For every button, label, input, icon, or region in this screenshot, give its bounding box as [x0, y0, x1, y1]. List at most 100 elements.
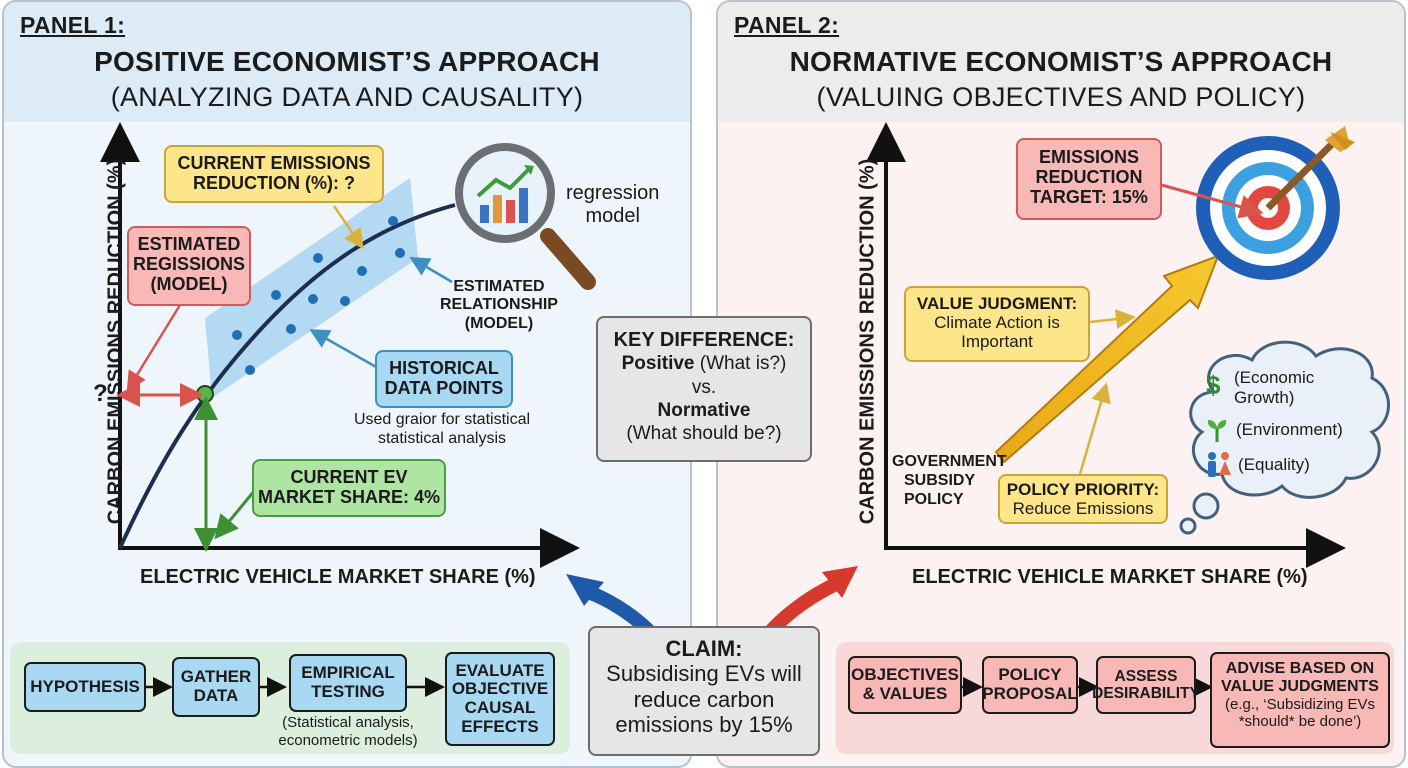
estimated-regressions-box: ESTIMATED REGISSIONS (MODEL): [127, 226, 251, 306]
flow-step-label: EFFECTS: [461, 716, 539, 736]
target-line: EMISSIONS: [1038, 147, 1140, 167]
flow-step-label: OBJECTIVES: [851, 665, 959, 685]
claim-title: CLAIM:: [665, 636, 743, 661]
panel1-subtitle: (ANALYZING DATA AND CAUSALITY): [110, 82, 584, 112]
flow-step-label: EMPIRICAL: [301, 663, 395, 683]
regressions-line: ESTIMATED: [137, 234, 241, 254]
current-emissions-line: CURRENT EMISSIONS: [177, 153, 371, 173]
flow-step-label: POLICY: [998, 665, 1062, 685]
key-difference-vs: vs.: [691, 376, 717, 398]
flow-step-label: DESIRABILITY: [1092, 685, 1200, 702]
flow-evaluate: EVALUATE OBJECTIVE CAUSAL EFFECTS: [445, 652, 555, 746]
current-ev-line: MARKET SHARE: 4%: [257, 487, 440, 508]
values-cloud: [1179, 340, 1390, 535]
key-difference-box: KEY DIFFERENCE: Positive (What is?) vs. …: [596, 316, 812, 462]
panel2-x-axis-label: ELECTRIC VEHICLE MARKET SHARE (%): [912, 566, 1308, 588]
flow-step-label: ADVISE BASED ON: [1225, 660, 1375, 677]
dollar-icon: $: [1206, 370, 1221, 400]
data-point: [395, 248, 405, 258]
cloud-item-line: (Economic: [1234, 368, 1315, 387]
regression-model-label: regression model: [566, 182, 659, 228]
testing-note: (Statistical analysis, econometric model…: [268, 714, 428, 750]
cloud-item-line: (Equality): [1238, 455, 1310, 474]
cloud-item-line: Growth): [1234, 388, 1295, 408]
cloud-item-label: (Economic Growth): [1206, 368, 1314, 409]
historical-pointer: [309, 329, 379, 370]
claim-line: reduce carbon: [633, 686, 775, 712]
flow-step-label: CAUSAL: [464, 698, 536, 717]
government-label: GOVERNMENT SUBSIDY POLICY: [892, 452, 1007, 510]
panel1-x-axis-label: ELECTRIC VEHICLE MARKET SHARE (%): [140, 566, 536, 588]
data-point: [388, 216, 398, 226]
panel2-title: NORMATIVE ECONOMIST’S APPROACH: [789, 46, 1333, 77]
panel2-header: PANEL 2: NORMATIVE ECONOMIST’S APPROACH …: [718, 2, 1404, 122]
cloud-item-environment: (Environment): [1204, 420, 1343, 442]
claim-line: emissions by 15%: [615, 711, 793, 737]
magnifier-icon: [455, 143, 596, 290]
data-point: [308, 294, 318, 304]
positive-word: Positive: [621, 353, 695, 375]
data-point: [245, 365, 255, 375]
flow-step-label: GATHER: [180, 667, 252, 687]
normative-word: Normative: [657, 399, 751, 421]
data-point: [313, 253, 323, 263]
flow-assess: ASSESS DESIRABILITY: [1092, 656, 1200, 714]
regression-model-line: model: [585, 205, 640, 227]
target-line: TARGET: 15%: [1030, 187, 1148, 208]
regressions-pointer: [126, 304, 182, 392]
cloud-item-equality: (Equality): [1204, 452, 1310, 477]
flow-step-label: OBJECTIVE: [451, 679, 549, 699]
panel2-y-axis-label: CARBON EMISSIONS REDUCTION (%): [856, 158, 879, 525]
ev-box-pointer: [214, 489, 257, 540]
data-point: [271, 290, 281, 300]
flow-step-label: PROPOSAL: [982, 684, 1078, 703]
flow-step-label: HYPOTHESIS: [30, 676, 140, 696]
flow-hypothesis: HYPOTHESIS: [24, 662, 146, 712]
regression-model-line: regression: [566, 182, 660, 204]
key-difference-positive: Positive (What is?): [598, 352, 810, 375]
relationship-line: ESTIMATED: [453, 278, 545, 295]
policy-priority-line: Reduce Emissions: [1012, 499, 1154, 519]
value-judgment-line: Important: [961, 332, 1033, 352]
unknown-value-mark: ?: [93, 380, 108, 407]
flow-gather-data: GATHER DATA: [172, 657, 260, 717]
advise-note-line: (e.g., ‘Subsidizing EVs: [1224, 696, 1376, 714]
target-icon: [1196, 126, 1355, 280]
data-point: [286, 324, 296, 334]
flow-step-label: DATA: [193, 686, 239, 705]
historical-line: HISTORICAL: [389, 358, 499, 378]
claim-arrow-left: [566, 574, 655, 638]
current-emissions-box: CURRENT EMISSIONS REDUCTION (%): ?: [164, 145, 384, 203]
flow-step-label: & VALUES: [862, 684, 948, 703]
testing-note-line: econometric models): [278, 732, 418, 749]
current-point: [196, 385, 214, 403]
value-pointer: [1089, 309, 1136, 330]
estimated-relationship-label: ESTIMATED RELATIONSHIP (MODEL): [440, 278, 558, 333]
priority-pointer: [1078, 382, 1111, 475]
cloud-item-line: (Environment): [1236, 420, 1343, 439]
flow-step-label: ASSESS: [1114, 667, 1178, 685]
claim-box: CLAIM: Subsidising EVs will reduce carbo…: [588, 626, 820, 756]
historical-note: Used graior for statistical statistical …: [342, 410, 542, 448]
government-line: POLICY: [904, 491, 964, 509]
flow-step-label: EVALUATE: [455, 660, 545, 680]
panel1-tag: PANEL 1:: [20, 12, 126, 38]
flow-step-label: VALUE JUDGMENTS: [1221, 677, 1379, 695]
relationship-pointer: [409, 256, 453, 284]
flow-step-label: TESTING: [311, 682, 385, 701]
historical-data-box: HISTORICAL DATA POINTS: [375, 350, 513, 408]
data-band: [205, 178, 418, 398]
flow-empirical-testing: EMPIRICAL TESTING: [289, 654, 407, 712]
value-judgment-line: Climate Action is: [934, 313, 1060, 333]
panel1-axes: [100, 122, 580, 568]
current-emissions-line: REDUCTION (%): ?: [193, 173, 355, 194]
claim-line: Subsidising EVs will: [606, 661, 802, 687]
value-judgment-box: VALUE JUDGMENT: Climate Action is Import…: [904, 286, 1090, 362]
value-judgment-line: VALUE JUDGMENT:: [916, 294, 1078, 313]
relationship-line: RELATIONSHIP: [440, 296, 558, 314]
government-line: GOVERNMENT: [892, 453, 1007, 470]
target-pointer: [1157, 182, 1264, 219]
policy-priority-line: POLICY PRIORITY:: [1006, 480, 1160, 499]
cloud-item-economic: $ (Economic Growth): [1206, 368, 1314, 409]
target-line: REDUCTION: [1035, 167, 1143, 188]
